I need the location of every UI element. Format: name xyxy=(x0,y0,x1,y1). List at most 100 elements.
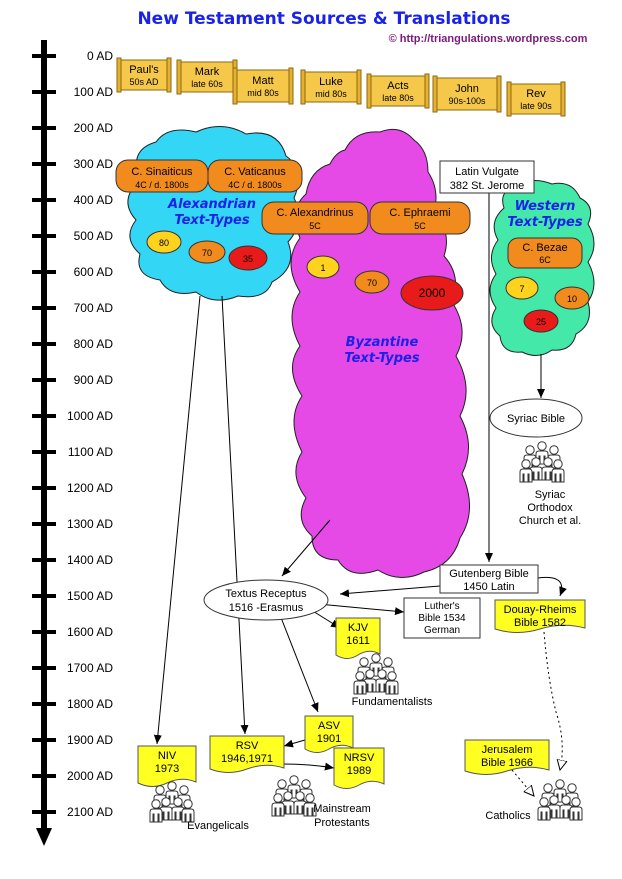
mainstream-label-1: Mainstream xyxy=(313,803,370,815)
credit-url[interactable]: © http://triangulations.wordpress.com xyxy=(389,33,588,45)
textus-receptus-oval: Textus Receptus 1516 -Erasmus xyxy=(203,579,329,621)
svg-text:Textus Receptus: Textus Receptus xyxy=(225,588,307,600)
note-line: 1973 xyxy=(155,763,179,775)
codex-sinaiticus: C. Sinaiticus 4C / d. 1800s xyxy=(115,159,209,193)
note-line: 1611 xyxy=(346,635,370,647)
codex-alexandrinus: C. Alexandrinus 5C xyxy=(261,201,369,235)
scroll-date: late 80s xyxy=(382,93,414,103)
note-line: Jerusalem xyxy=(482,744,533,756)
latin-vulgate-box: Latin Vulgate 382 St. Jerome xyxy=(439,160,535,194)
svg-text:35: 35 xyxy=(243,254,253,264)
page-title: New Testament Sources & Translations xyxy=(137,9,510,29)
svg-text:C. Bezae: C. Bezae xyxy=(522,242,567,254)
timeline-label: 1900 AD xyxy=(67,733,113,747)
alexandrian-label-2: Text-Types xyxy=(174,213,249,228)
scroll-name: John xyxy=(455,83,479,95)
timeline-label: 2000 AD xyxy=(67,769,113,783)
syriac-crowd-icon xyxy=(520,442,564,482)
svg-text:10: 10 xyxy=(567,294,577,304)
evangelicals-crowd-icon xyxy=(150,782,194,822)
west-count-7: 7 xyxy=(505,276,539,300)
svg-text:382 St. Jerome: 382 St. Jerome xyxy=(450,180,525,192)
svg-text:4C / d. 1800s: 4C / d. 1800s xyxy=(135,180,189,190)
timeline-label: 0 AD xyxy=(87,49,113,63)
scroll-name: Matt xyxy=(252,75,273,87)
note-line: KJV xyxy=(348,622,369,634)
scroll-date: 90s-100s xyxy=(448,96,486,106)
timeline-label: 700 AD xyxy=(74,301,114,315)
west-count-25: 25 xyxy=(523,309,559,333)
timeline-label: 1200 AD xyxy=(67,481,113,495)
timeline-label: 500 AD xyxy=(74,229,114,243)
svg-text:Bible 1534: Bible 1534 xyxy=(418,613,466,624)
timeline-label: 1300 AD xyxy=(67,517,113,531)
western-label-1: Western xyxy=(515,199,576,214)
scroll-name: Acts xyxy=(387,80,409,92)
fundamentalists-crowd-icon xyxy=(354,654,398,694)
timeline-label: 1400 AD xyxy=(67,553,113,567)
connectors xyxy=(153,190,562,796)
svg-text:25: 25 xyxy=(536,317,546,327)
codex-ephraemi: C. Ephraemi 5C xyxy=(369,201,471,235)
mainstream-label-2: Protestants xyxy=(314,817,370,829)
syriac-bible-oval: Syriac Bible xyxy=(489,398,583,438)
note-line: NIV xyxy=(158,750,177,762)
syriac-label-3: Church et al. xyxy=(519,515,581,527)
timeline-label: 100 AD xyxy=(74,85,114,99)
alex-count-70: 70 xyxy=(188,240,226,264)
svg-text:70: 70 xyxy=(202,248,212,258)
svg-text:1: 1 xyxy=(320,263,325,273)
west-count-10: 10 xyxy=(554,286,590,310)
timeline-label: 400 AD xyxy=(74,193,114,207)
timeline-label: 1500 AD xyxy=(67,589,113,603)
svg-text:5C: 5C xyxy=(309,221,321,231)
scroll-name: Rev xyxy=(526,88,546,100)
scroll-date: 50s AD xyxy=(129,77,159,87)
svg-text:80: 80 xyxy=(159,238,169,248)
timeline-label: 1100 AD xyxy=(68,445,113,459)
byz-count-70: 70 xyxy=(354,270,390,294)
timeline-label: 200 AD xyxy=(74,121,114,135)
byzantine-label-1: Byzantine xyxy=(346,335,419,350)
svg-text:70: 70 xyxy=(367,278,377,288)
gutenberg-box: Gutenberg Bible 1450 Latin xyxy=(439,564,539,594)
timeline-label: 800 AD xyxy=(74,337,114,351)
timeline-label: 300 AD xyxy=(74,157,114,171)
svg-text:C. Ephraemi: C. Ephraemi xyxy=(389,207,450,219)
svg-text:Luther's: Luther's xyxy=(424,601,459,612)
mainstream-crowd-icon xyxy=(272,776,316,816)
note-line: Bible 1966 xyxy=(481,757,533,769)
timeline-label: 1700 AD xyxy=(67,661,113,675)
syriac-label-1: Syriac xyxy=(535,489,566,501)
note-line: Douay-Rheims xyxy=(504,604,577,616)
note-line: NRSV xyxy=(344,752,375,764)
scroll-date: mid 80s xyxy=(247,88,279,98)
scroll-date: late 90s xyxy=(520,101,552,111)
timeline-label: 900 AD xyxy=(74,373,114,387)
timeline-label: 1600 AD xyxy=(67,625,113,639)
svg-text:1450 Latin: 1450 Latin xyxy=(463,581,514,593)
svg-text:Latin Vulgate: Latin Vulgate xyxy=(455,166,519,178)
codex-bezae: C. Bezae 6C xyxy=(507,237,583,269)
evangelicals-label: Evangelicals xyxy=(187,820,249,832)
note-line: ASV xyxy=(318,720,341,732)
svg-text:C. Sinaiticus: C. Sinaiticus xyxy=(131,166,193,178)
byz-count-2000: 2000 xyxy=(400,275,464,311)
scroll-name: Luke xyxy=(319,76,343,88)
svg-text:1516 -Erasmus: 1516 -Erasmus xyxy=(229,602,304,614)
scroll-name: Mark xyxy=(195,66,220,78)
